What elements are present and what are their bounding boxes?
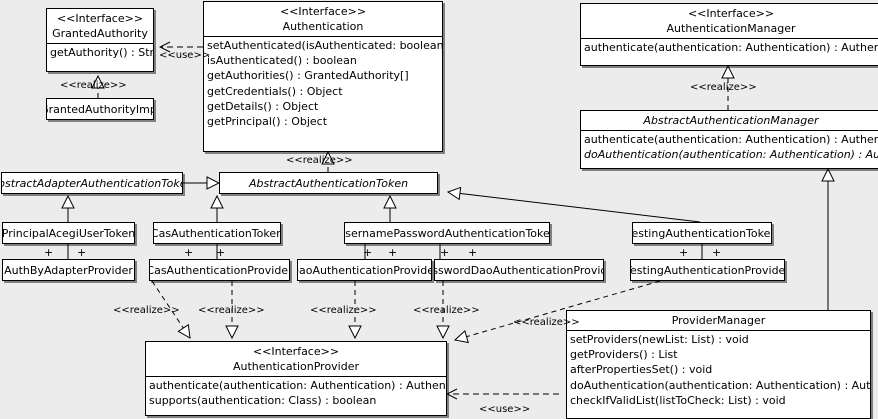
association-multiplicity: + [712,246,722,259]
class-testing-authentication-provider[interactable]: TestingAuthenticationProvider [630,259,785,281]
association-multiplicity: + [184,246,194,259]
class-cas-authentication-token[interactable]: CasAuthenticationToken [153,222,281,244]
class-separator [581,38,878,39]
class-principal-acegi-user-token[interactable]: PrincipalAcegiUserToken [2,222,135,244]
class-name: TestingAuthenticationProvider [630,263,785,277]
class-stereotype: <<Interface>> [279,5,367,18]
association-multiplicity: + [388,246,398,259]
class-name: AbstractAdapterAuthenticationToken [2,176,182,190]
class-separator [146,376,446,377]
class-member: supports(authentication: Class) : boolea… [149,394,377,408]
class-members: authenticate(authentication: Authenticat… [581,39,878,56]
association-multiplicity: + [468,246,478,259]
edge-label-realize-abstract-authentication-token: <<realize>> [286,155,353,166]
class-member: authenticate(authentication: Authenticat… [584,41,878,54]
edge-label-use-provider-manager: <<use>> [479,404,531,415]
class-member: authenticate(authentication: Authenticat… [149,379,447,392]
association-multiplicity: + [440,246,450,259]
class-username-password-authentication-token[interactable]: UsernamePasswordAuthenticationToken [344,222,550,244]
class-header: <<Interface>> AuthenticationManager [581,4,878,38]
class-member: authenticate(authentication: Authenticat… [584,133,878,146]
class-auth-by-adapter-provider[interactable]: AuthByAdapterProvider [2,259,135,281]
class-stereotype: <<Interface>> [687,7,775,20]
class-separator [204,36,442,37]
edge-label-realize-auth-by-adapter: <<realize>> [113,305,180,316]
association-multiplicity: + [363,246,373,259]
class-name: PasswordDaoAuthenticationProvider [435,263,603,277]
class-member: getDetails() : Object [207,99,319,113]
class-name: GrantedAuthority [52,27,148,40]
class-member: checkIfValidList(listToCheck: List) : vo… [570,393,786,407]
class-authentication[interactable]: <<Interface>> Authentication setAuthenti… [203,1,443,152]
class-name: ProviderManager [671,314,766,327]
class-name: PrincipalAcegiUserToken [2,226,135,240]
class-abstract-authentication-manager[interactable]: AbstractAuthenticationManager authentica… [580,110,878,169]
class-name: CasAuthenticationProvider [149,263,290,277]
class-separator [581,130,878,131]
association-multiplicity: + [216,246,226,259]
class-abstract-authentication-token[interactable]: AbstractAuthenticationToken [219,172,438,194]
class-name: AbstractAuthenticationToken [248,176,409,190]
class-member: doAuthentication(authentication: Authent… [584,148,878,162]
class-member: setProviders(newList: List) : void [570,333,749,346]
class-header: ProviderManager [567,311,870,330]
class-granted-authority-impl[interactable]: GrantedAuthorityImpl [46,98,154,120]
class-header: <<Interface>> AuthenticationProvider [146,342,446,376]
edge-label-realize-dao-provider: <<realize>> [310,305,377,316]
class-member: doAuthentication(authentication: Authent… [570,378,871,392]
edge-label-realize-granted-authority-impl: <<realize>> [60,80,127,91]
edge-label-use-granted-authority: <<use>> [159,50,211,61]
association-multiplicity: + [679,246,689,259]
class-separator [567,330,870,331]
class-name: GrantedAuthorityImpl [46,102,154,116]
class-name: AuthenticationManager [666,22,796,35]
class-name: CasAuthenticationToken [153,226,281,240]
class-members: setProviders(newList: List) : void getPr… [567,331,870,409]
class-members: authenticate(authentication: Authenticat… [146,377,446,409]
class-name: AbstractAuthenticationManager [643,114,819,127]
association-multiplicity: + [44,246,54,259]
class-abstract-adapter-authentication-token[interactable]: AbstractAdapterAuthenticationToken [1,172,183,194]
class-member: isAuthenticated() : boolean [207,54,357,68]
class-separator [47,43,153,44]
class-member: getCredentials() : Object [207,84,343,98]
class-testing-authentication-token[interactable]: TestingAuthenticationToken [632,222,772,244]
class-name: AuthByAdapterProvider [4,263,133,277]
class-authentication-manager[interactable]: <<Interface>> AuthenticationManager auth… [580,3,878,66]
class-member: afterPropertiesSet() : void [570,363,713,377]
class-header: AbstractAuthenticationManager [581,111,878,130]
class-header: <<Interface>> GrantedAuthority [47,9,153,43]
class-name: UsernamePasswordAuthenticationToken [344,226,550,240]
class-member: getPrincipal() : Object [207,115,328,129]
class-name: DaoAuthenticationProvider [297,263,432,277]
class-dao-authentication-provider[interactable]: DaoAuthenticationProvider [297,259,432,281]
class-granted-authority[interactable]: <<Interface>> GrantedAuthority getAuthor… [46,8,154,72]
class-members: getAuthority() : String [47,44,153,61]
class-stereotype: <<Interface>> [56,12,144,25]
edge-label-realize-abstract-authentication-manager: <<realize>> [690,82,757,93]
association-multiplicity: + [77,246,87,259]
class-name: TestingAuthenticationToken [632,226,772,240]
class-member: getAuthority() : String [50,46,154,59]
class-members: setAuthenticated(isAuthenticated: boolea… [204,37,442,130]
edge-label-realize-testing-provider: <<realize>> [513,317,580,328]
class-password-dao-authentication-provider[interactable]: PasswordDaoAuthenticationProvider [434,259,604,281]
class-member: getProviders() : List [570,348,678,362]
class-cas-authentication-provider[interactable]: CasAuthenticationProvider [149,259,290,281]
class-header: <<Interface>> Authentication [204,2,442,36]
class-name: Authentication [282,20,364,33]
class-name: AuthenticationProvider [232,360,360,373]
class-stereotype: <<Interface>> [252,345,340,358]
edge-label-realize-cas-provider: <<realize>> [198,305,265,316]
edge-label-realize-password-dao-provider: <<realize>> [413,305,480,316]
class-provider-manager[interactable]: ProviderManager setProviders(newList: Li… [566,310,871,419]
class-members: authenticate(authentication: Authenticat… [581,131,878,163]
class-authentication-provider[interactable]: <<Interface>> AuthenticationProvider aut… [145,341,447,416]
class-member: getAuthorities() : GrantedAuthority[] [207,69,409,83]
class-member: setAuthenticated(isAuthenticated: boolea… [207,39,443,52]
